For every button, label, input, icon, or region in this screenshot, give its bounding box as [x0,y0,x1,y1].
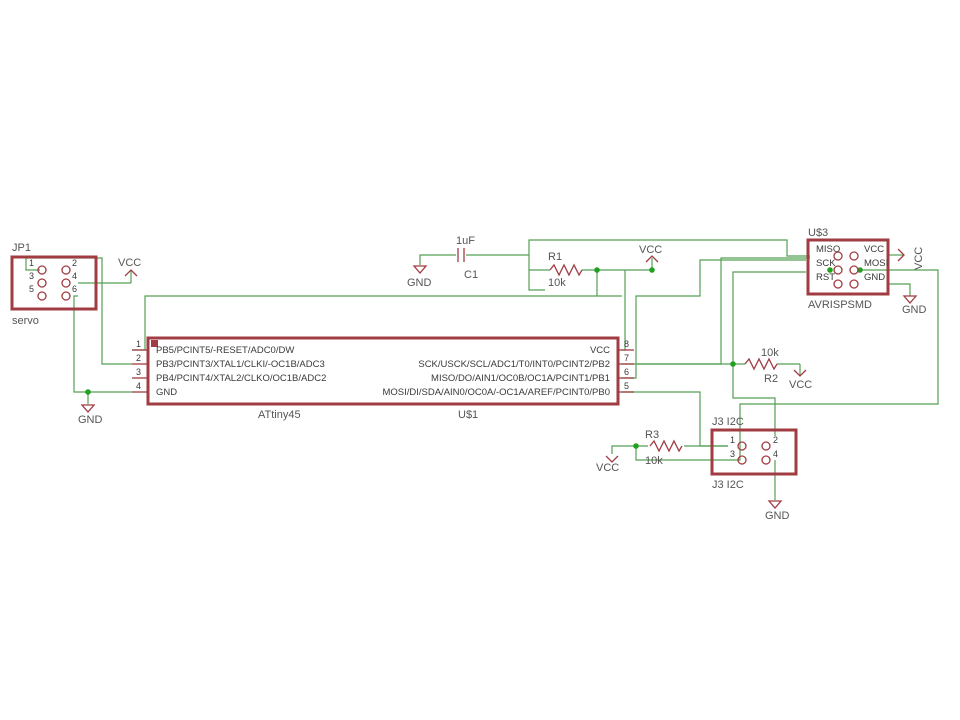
u1-pin-num: 6 [624,367,629,377]
jp1-pin: 6 [72,284,77,294]
wire-reset [132,295,622,351]
junction-dot [633,443,639,449]
gnd-symbol: GND [407,265,432,289]
wire-r2-j3 [732,271,806,364]
wire-u1-vcc [622,270,626,351]
u3-name: U$3 [808,227,828,239]
j3-pin: 3 [730,449,735,459]
vcc-label: VCC [913,247,925,270]
u1-pin-num: 4 [136,381,141,391]
u1-pin-label: MISO/DO/AIN1/OC0B/OC1A/PCINT1/PB1 [431,373,610,384]
gnd-label: GND [78,414,103,426]
junction-dot [85,389,91,395]
r2-resistor: 10k R2 [744,347,779,385]
gnd-label: GND [407,277,432,289]
u3-pin-label: MOSI [864,258,888,269]
gnd-label: GND [765,510,790,522]
jp1-pin: 3 [29,271,34,281]
u3-pin-label: MISO [816,244,840,255]
vcc-symbol: VCC [789,369,812,391]
jp1-pin: 2 [72,258,77,268]
wire-jp1-gnd [73,295,132,393]
r3-name: R3 [645,429,659,441]
wire-c1-gnd [419,254,456,265]
junction-dot [594,267,600,273]
junction-dot [730,361,736,367]
r1-name: R1 [548,251,562,263]
u3-pin-label: SCK [816,258,836,269]
vcc-symbol: VCC [897,247,925,270]
wire-u1-sck [622,257,810,365]
r3-value: 10k [645,455,663,467]
gnd-symbol: GND [765,500,790,522]
u1-attiny45: 1 2 3 4 PB5/PCINT5/-RESET/ADC0/DW PB3/PC… [132,336,634,421]
j3-pin: 4 [773,449,778,459]
jp1-pin: 1 [29,258,34,268]
gnd-label: GND [902,304,927,316]
jp1-header: JP1 servo 1 2 3 4 5 6 [10,242,98,327]
wire-j3-right [732,364,776,436]
u1-pin-label: VCC [590,345,610,356]
r1-value: 10k [548,277,566,289]
c1-capacitor: 1uF C1 [456,235,478,281]
j3-name: J3 I2C [712,416,744,428]
r2-value: 10k [761,347,779,359]
vcc-symbol: VCC [118,257,141,277]
u1-pin-label: GND [156,387,177,398]
vcc-label: VCC [789,379,812,391]
wire-r3-j3 [635,446,728,461]
jp1-name: JP1 [12,242,31,254]
wire-r3-left [611,445,648,454]
u1-pin-label: MOSI/DI/SDA/AIN0/OC0A/-OC1A/AREF/PCINT0/… [382,387,610,398]
u3-avrispsmd: U$3 AVRISPSMD MISO SCK RST VCC MOSI GND [806,227,890,311]
j3-name-bottom: J3 I2C [712,479,744,491]
u3-pin-label: VCC [864,244,884,255]
u3-pin-label: GND [864,272,885,283]
r1-resistor: R1 10k [548,251,583,289]
u1-name: U$1 [458,409,478,421]
u1-pin-num: 3 [136,367,141,377]
gnd-symbol: GND [78,404,103,426]
wire-r1-left [528,255,545,291]
u1-pin-label: SCK/USCK/SCL/ADC1/T0/INT0/PCINT2/PB2 [418,359,610,370]
vcc-symbol: VCC [639,244,662,263]
u3-value: AVRISPSMD [808,299,872,311]
c1-value: 1uF [456,235,475,247]
junction-dot [649,267,655,273]
r2-name: R2 [764,373,778,385]
wire-u1-miso [622,259,806,379]
vcc-symbol: VCC [596,455,619,474]
jp1-value: servo [12,315,39,327]
j3-pin: 1 [730,435,735,445]
u1-pin-label: PB3/PCINT3/XTAL1/CLKI/-OC1B/ADC3 [156,359,325,370]
gnd-symbol: GND [902,295,927,316]
wire-u3-gnd [888,283,911,296]
junction-dot [827,267,833,273]
u3-pin-label: RST [816,272,835,283]
junctions [85,267,863,449]
r3-resistor: R3 10k [645,429,683,467]
wires [25,239,939,500]
c1-name: C1 [464,269,478,281]
j3-i2c: J3 I2C J3 I2C 1 2 3 4 [710,416,798,491]
jp1-pin: 4 [72,271,77,281]
vcc-label: VCC [118,257,141,269]
u1-value: ATtiny45 [258,409,301,421]
j3-pin: 2 [773,435,778,445]
u1-pin-num: 8 [624,339,629,349]
u1-pin-num: 7 [624,353,629,363]
u1-pin-num: 2 [136,353,141,363]
u1-pin-num: 1 [136,339,141,349]
vcc-label: VCC [639,244,662,256]
wire-top-loop [528,239,810,257]
u1-pin-label: PB4/PCINT4/XTAL2/CLKO/OC1B/ADC2 [156,373,326,384]
junction-dot [857,267,863,273]
u1-pin-label: PB5/PCINT5/-RESET/ADC0/DW [156,345,294,356]
vcc-label: VCC [596,462,619,474]
u1-pin-num: 5 [624,381,629,391]
jp1-pin: 5 [29,284,34,294]
